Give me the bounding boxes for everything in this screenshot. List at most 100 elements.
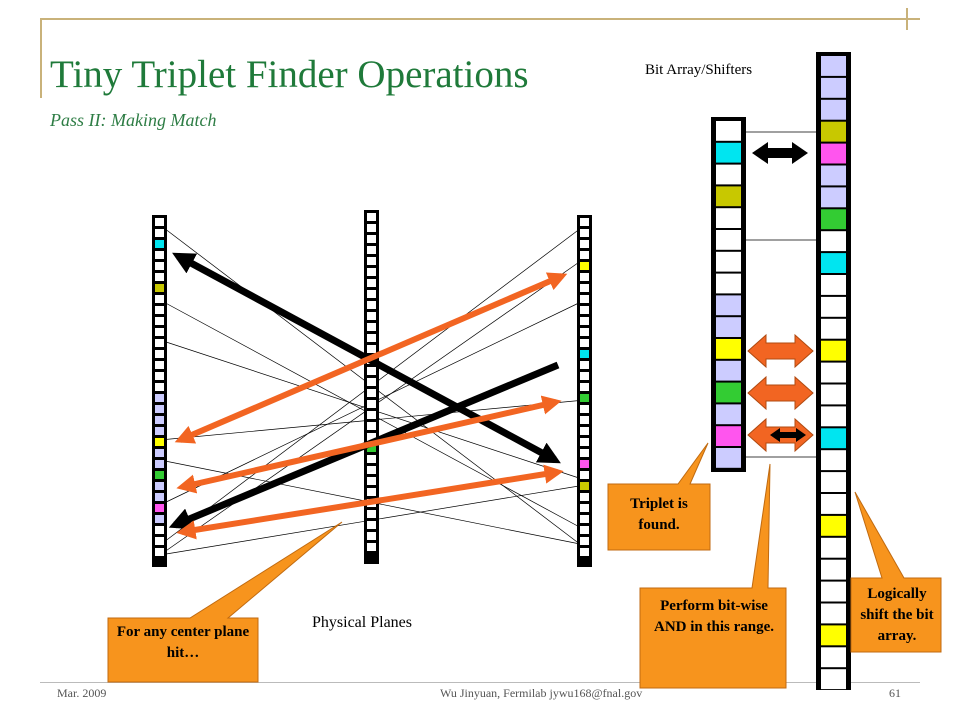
bit-cell: [716, 295, 741, 316]
bit-cell: [367, 301, 376, 309]
bit-cell: [367, 521, 376, 529]
bit-cell: [580, 251, 589, 259]
bit-cell: [367, 532, 376, 540]
bit-cell: [155, 416, 164, 424]
bit-cell: [155, 526, 164, 534]
bit-cell: [367, 246, 376, 254]
bit-cell: [580, 361, 589, 369]
bit-cell: [155, 262, 164, 270]
bit-cell: [367, 389, 376, 397]
bit-cell: [821, 625, 846, 646]
callout-logical-shift: [850, 491, 942, 653]
footer-author: Wu Jinyuan, Fermilab jywu168@fnal.gov: [440, 686, 643, 700]
bit-cell: [821, 472, 846, 492]
bit-cell: [155, 328, 164, 336]
bit-cell: [821, 187, 846, 208]
callout-triplet-found-text: Triplet is found.: [630, 496, 688, 533]
bit-cell: [155, 372, 164, 380]
bit-cell: [367, 279, 376, 287]
bit-cell: [155, 449, 164, 457]
bit-cell: [367, 488, 376, 496]
bit-cell: [580, 262, 589, 270]
bit-cell: [367, 235, 376, 243]
bit-cell: [821, 340, 846, 361]
bit-cell: [155, 218, 164, 226]
bit-cell: [580, 515, 589, 523]
bit-cell: [155, 251, 164, 259]
shift-double-arrow: [752, 142, 808, 164]
bit-cell: [580, 339, 589, 347]
bit-array-short: [711, 117, 746, 472]
bit-cell: [367, 378, 376, 386]
bit-cell: [716, 404, 741, 425]
bit-cell: [821, 428, 846, 449]
bit-cell: [367, 455, 376, 463]
bit-cell: [367, 510, 376, 518]
bit-cell: [821, 77, 846, 98]
bit-cell: [580, 548, 589, 556]
bit-cell: [155, 438, 164, 446]
bit-cell: [716, 208, 741, 228]
bit-cell: [155, 383, 164, 391]
bit-cell: [155, 504, 164, 512]
callout-bitwise-and-text: Perform bit-wise AND in this range.: [653, 598, 774, 635]
bit-cell: [580, 405, 589, 413]
bit-cell: [716, 273, 741, 294]
bit-cell: [367, 466, 376, 474]
frame-line-top: [40, 18, 920, 20]
bit-cell: [367, 323, 376, 331]
callout-center-hit-text: For any center plane hit…: [116, 624, 250, 661]
bit-cell: [821, 406, 846, 427]
bit-cell: [821, 669, 846, 690]
bit-cell: [821, 275, 846, 295]
bit-cell: [155, 306, 164, 314]
bit-cell: [155, 548, 164, 556]
bit-cell: [367, 477, 376, 485]
bit-cell: [580, 482, 589, 490]
bit-cell: [821, 209, 846, 230]
bit-cell: [821, 450, 846, 471]
and-double-arrow-1: [747, 333, 814, 369]
bit-cell: [716, 164, 741, 185]
footer-divider: [40, 682, 920, 683]
bit-cell: [716, 317, 741, 337]
callout-bitwise-and: [639, 463, 787, 689]
frame-line-right-mark: [906, 8, 908, 30]
bit-cell: [580, 438, 589, 446]
bit-cell: [367, 213, 376, 221]
bit-cell: [580, 350, 589, 358]
bit-cell: [821, 121, 846, 142]
bit-cell: [580, 427, 589, 435]
footer-page-number: 61: [889, 686, 901, 700]
bit-cell: [580, 449, 589, 457]
bit-cell: [367, 411, 376, 419]
bit-cell: [155, 350, 164, 358]
bit-cell: [716, 360, 741, 381]
bit-cell: [155, 537, 164, 545]
bit-cell: [367, 334, 376, 342]
bit-cell: [367, 543, 376, 551]
bit-cell: [367, 345, 376, 353]
bit-array-label: Bit Array/Shifters: [645, 62, 753, 78]
callout-logical-shift-text: Logically shift the bit array.: [860, 586, 934, 644]
bit-cell: [821, 231, 846, 252]
bit-cell: [155, 427, 164, 435]
bit-cell: [716, 251, 741, 272]
bit-cell: [155, 295, 164, 303]
orange-arrow-3: [176, 464, 564, 540]
bit-cell: [580, 240, 589, 248]
bit-cell: [155, 405, 164, 413]
bit-cell: [716, 339, 741, 359]
bit-cell: [155, 471, 164, 479]
footer-date: Mar. 2009: [57, 686, 107, 700]
bit-cell: [821, 559, 846, 580]
bit-cell: [821, 99, 846, 120]
physical-planes-label: Physical Planes: [312, 614, 412, 631]
bit-cell: [580, 284, 589, 292]
bit-cell: [367, 367, 376, 375]
bit-cell: [155, 339, 164, 347]
bit-cell: [580, 295, 589, 303]
bit-cell: [716, 382, 741, 403]
bit-cell: [821, 296, 846, 317]
bit-cell: [580, 460, 589, 468]
